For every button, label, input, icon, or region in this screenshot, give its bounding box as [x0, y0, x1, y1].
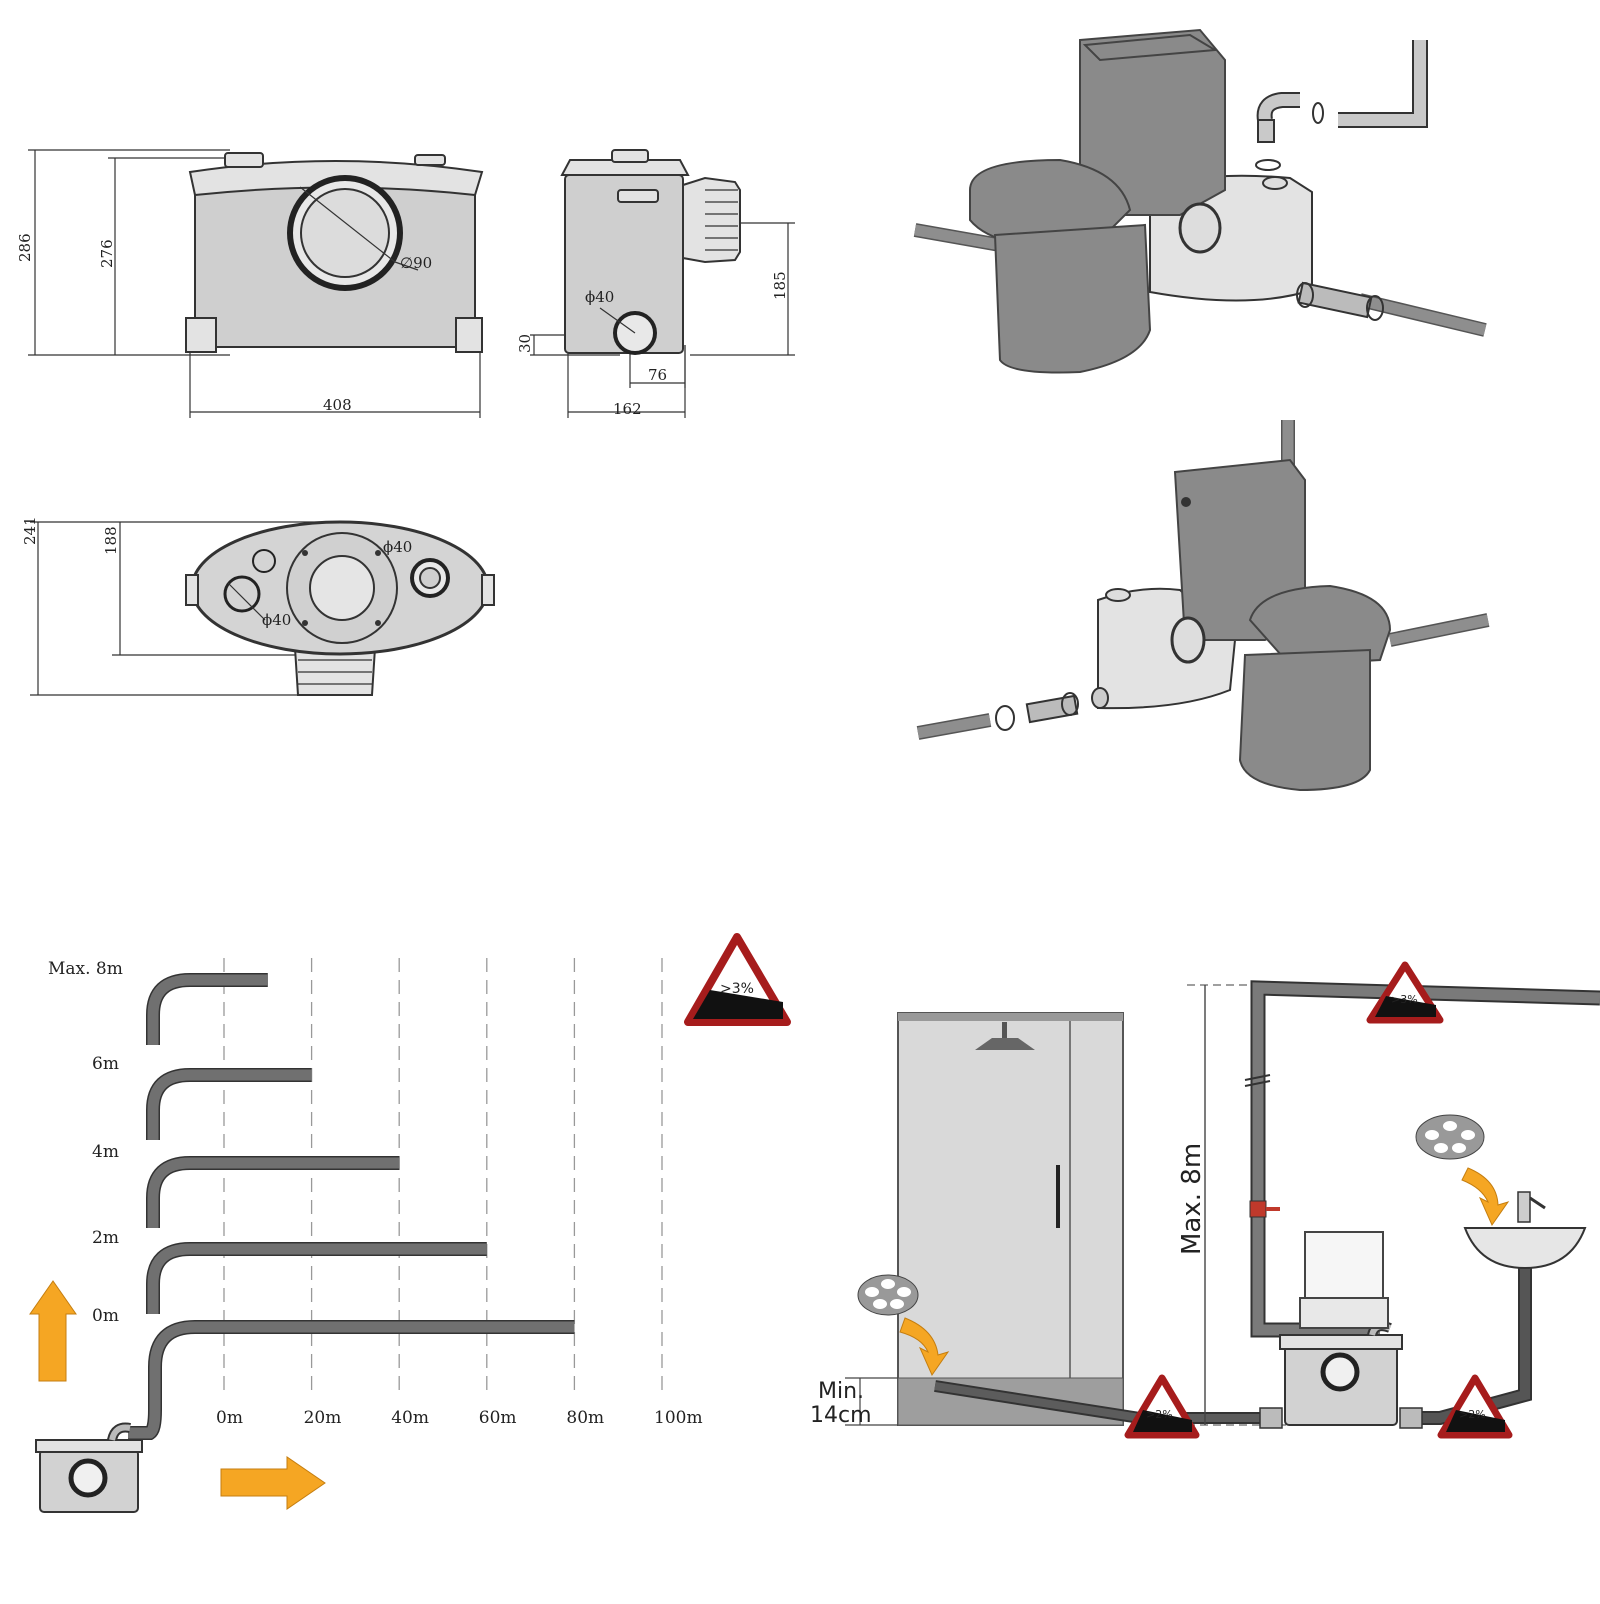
top-view-drawing: ϕ40 ϕ40 241 188 — [21, 516, 495, 696]
side-inlet-diameter-label: ϕ40 — [585, 288, 614, 306]
pipe-run-5 — [128, 1321, 575, 1439]
height-label: 0m — [92, 1306, 119, 1326]
top-depth-outer-label: 241 — [21, 516, 39, 545]
slope-warning-sign-left: >2% — [1124, 1374, 1200, 1439]
pipe-run-3 — [147, 1157, 400, 1228]
top-inlet-left-label: ϕ40 — [262, 611, 291, 629]
min-step-label-line2: 14cm — [810, 1403, 872, 1428]
front-height-outer-label: 286 — [16, 233, 34, 262]
drain-cover-icon-left — [857, 1274, 919, 1316]
height-label: 2m — [92, 1228, 119, 1248]
chart-slope-label: >3% — [720, 981, 754, 997]
drain-cover-icon-right — [1415, 1114, 1485, 1160]
height-label: Max. 8m — [48, 959, 123, 979]
side-view-drawing: ϕ40 185 30 76 162 — [516, 149, 795, 418]
slope-left-label: >2% — [1146, 1408, 1173, 1421]
front-width-label: 408 — [323, 396, 352, 414]
distance-tick-label: 40m — [391, 1408, 429, 1428]
toilet-installation-illustration-2 — [916, 420, 1490, 792]
curved-arrow-icon-right — [1461, 1167, 1510, 1227]
side-outlet-height-label: 185 — [771, 271, 789, 300]
pumping-performance-chart: Max. 8m 6m 4m 2m 0m 0m 20m 40m 60m 80m 100m >3% — [29, 933, 791, 1513]
distance-tick-label: 20m — [304, 1408, 342, 1428]
pipe-run-outline — [146, 973, 268, 1045]
chart-height-labels: Max. 8m 6m 4m 2m 0m — [48, 959, 123, 1326]
pipe-run-4 — [147, 1243, 487, 1314]
slope-top-label: >3% — [1391, 993, 1418, 1006]
min-step-label-line1: Min. — [818, 1379, 864, 1404]
pipe-run-2 — [147, 1069, 312, 1140]
top-inlet-right-label: ϕ40 — [383, 538, 412, 556]
distance-tick-label: 100m — [654, 1408, 703, 1428]
chart-series — [128, 973, 575, 1440]
curved-arrow-icon-left — [899, 1317, 950, 1377]
side-depth-label: 162 — [613, 400, 642, 418]
height-label: 6m — [92, 1054, 119, 1074]
toilet-installation-illustration-1 — [913, 28, 1487, 374]
side-inlet-offset-label: 76 — [648, 366, 667, 384]
bathroom-installation-diagram: Max. 8m Min. 14cm — [810, 961, 1600, 1439]
side-bottom-offset-label: 30 — [516, 334, 534, 353]
distance-tick-label: 80m — [566, 1408, 604, 1428]
upward-arrow-icon — [29, 1280, 77, 1382]
slope-right-label: >2% — [1459, 1408, 1486, 1421]
height-label: 4m — [92, 1142, 119, 1162]
front-inlet-diameter-label: ∅90 — [400, 254, 432, 272]
top-depth-inner-label: 188 — [102, 526, 120, 555]
front-height-inner-label: 276 — [98, 239, 116, 268]
pipe-run-outline — [146, 1242, 487, 1314]
slope-warning-sign-chart: >3% — [684, 933, 791, 1026]
pump-unit-small — [35, 1422, 143, 1513]
max-height-label: Max. 8m — [1177, 1143, 1207, 1255]
chart-distance-labels: 0m 20m 40m 60m 80m 100m — [216, 1408, 703, 1428]
distance-tick-label: 60m — [479, 1408, 517, 1428]
pipe-run-outline — [146, 1156, 400, 1228]
distance-tick-label: 0m — [216, 1408, 243, 1428]
front-view-drawing: ∅90 286 276 408 — [16, 149, 484, 418]
pipe-run-1 — [147, 974, 268, 1045]
slope-warning-sign-top: >3% — [1366, 961, 1444, 1024]
rightward-arrow-icon — [220, 1456, 326, 1510]
slope-warning-sign-right: >2% — [1437, 1374, 1513, 1439]
pipe-run-outline — [146, 1068, 312, 1140]
